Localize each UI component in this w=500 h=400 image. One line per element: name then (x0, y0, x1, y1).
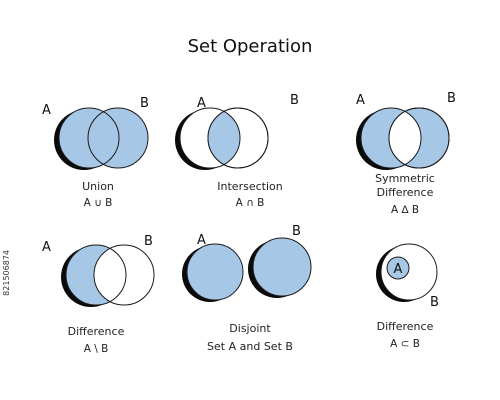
set-b-label: B (430, 295, 439, 310)
disjoint-panel: A B Disjoint Set A and Set B (182, 224, 312, 353)
subset-difference-panel: A B Difference A ⊂ B (376, 243, 439, 350)
symmetric-difference-panel: A B Symmetric Difference A ∆ B (356, 91, 456, 216)
set-a-label: A (197, 233, 206, 248)
difference-panel: A B Difference A \ B (42, 234, 155, 355)
union-panel: A B Union A ∪ B (42, 96, 149, 209)
set-a-label: A (42, 240, 51, 255)
set-b-circle (93, 244, 155, 306)
set-a-outline (88, 108, 120, 168)
set-b-circle (87, 107, 149, 169)
set-a-label: A (42, 103, 51, 118)
intersection-symbol: A ∩ B (236, 197, 265, 209)
stock-image-id: 821506874 (2, 250, 11, 296)
intersection-region (208, 108, 241, 168)
set-a-label: A (197, 96, 206, 111)
intersection-blank (389, 108, 422, 168)
set-a-label: A (356, 93, 365, 108)
set-a-label: A (394, 262, 403, 277)
set-a-circle (186, 243, 244, 301)
subset-difference-label: Difference (377, 320, 434, 333)
intersection-panel: A B Intersection A ∩ B (175, 93, 299, 209)
disjoint-label-line1: Disjoint (229, 322, 271, 335)
disjoint-label-line2: Set A and Set B (207, 340, 293, 353)
set-b-label: B (447, 91, 456, 106)
set-b-label: B (292, 224, 301, 239)
set-b-label: B (140, 96, 149, 111)
union-symbol: A ∪ B (84, 197, 113, 209)
symmetric-symbol: A ∆ B (391, 204, 419, 216)
subset-difference-symbol: A ⊂ B (390, 338, 420, 350)
set-b-circle (252, 237, 312, 297)
intersection-label: Intersection (217, 180, 282, 193)
set-b-label: B (290, 93, 299, 108)
difference-symbol: A \ B (84, 343, 109, 355)
set-b-outline (207, 107, 269, 169)
symmetric-label-line2: Difference (377, 186, 434, 199)
diagram-title: Set Operation (188, 36, 313, 57)
symmetric-label-line1: Symmetric (375, 172, 435, 185)
set-a-circle (386, 256, 410, 280)
set-b-label: B (144, 234, 153, 249)
set-a-outline (94, 245, 127, 305)
difference-label: Difference (68, 325, 125, 338)
set-b-outline (388, 107, 450, 169)
union-label: Union (82, 180, 114, 193)
